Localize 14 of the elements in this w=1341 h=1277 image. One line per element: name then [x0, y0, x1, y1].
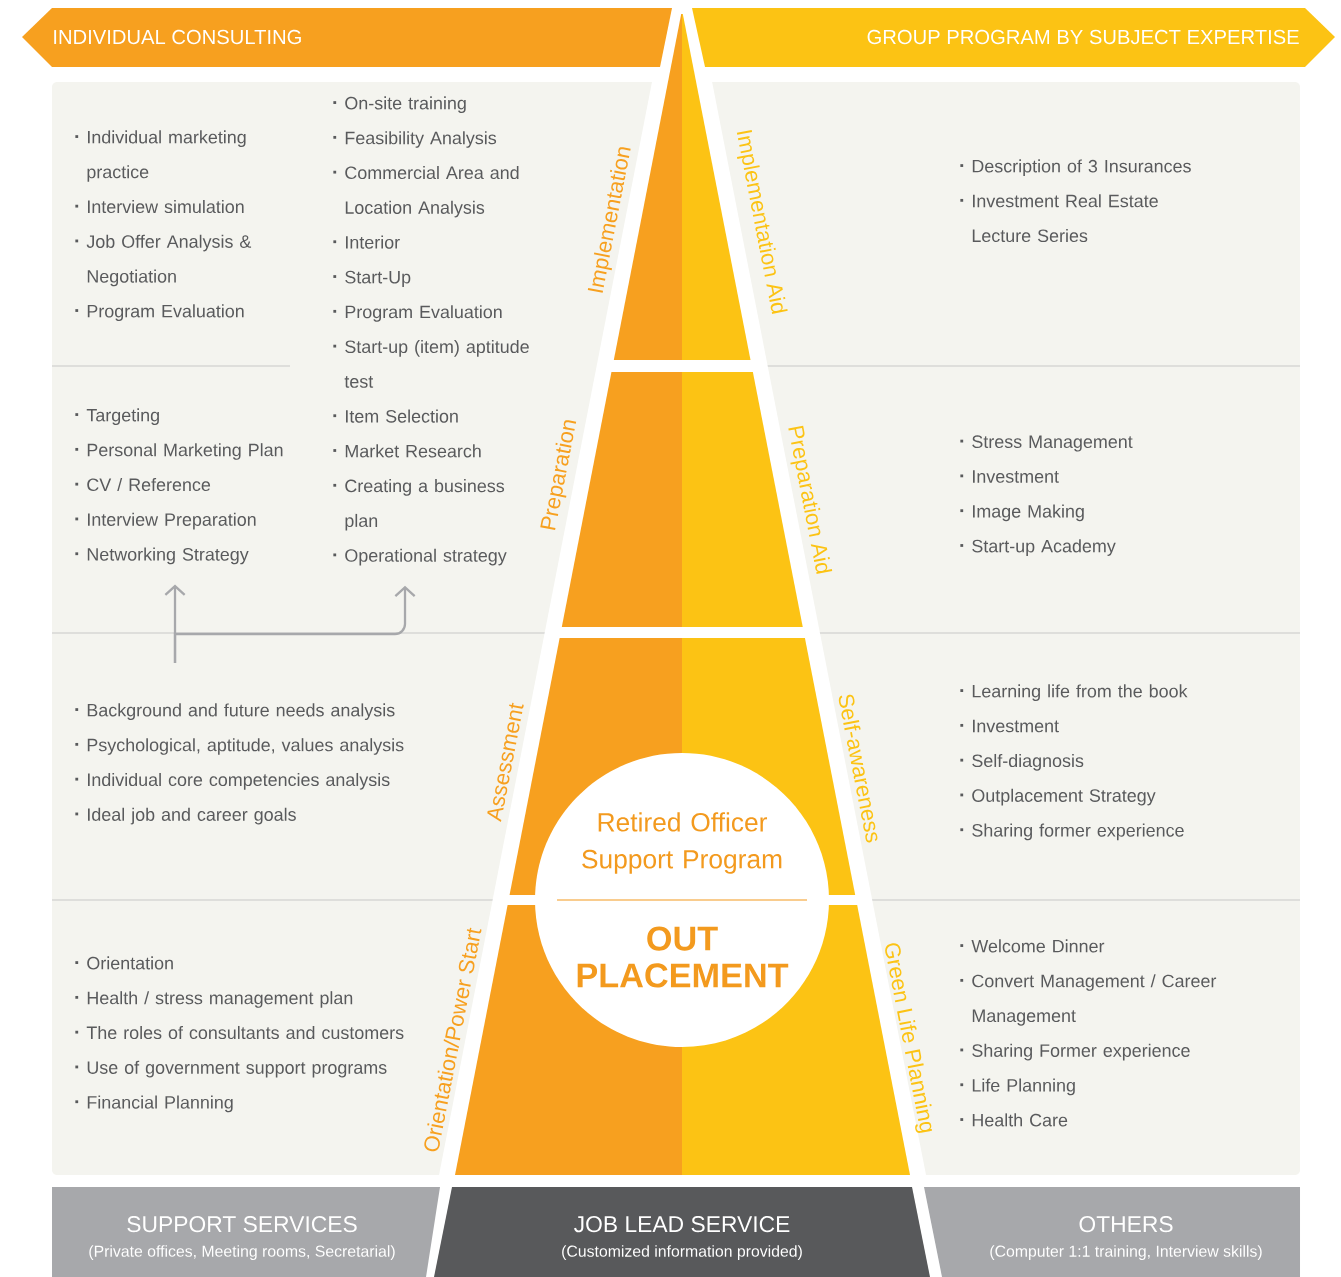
bullet-list: Orientation Health / stress management plan The roles of consultants and customers Use of government support programs Financial Planning [75, 956, 404, 1113]
service-box: JOB LEAD SERVICE (Customized information provided) [434, 1187, 930, 1277]
bullet-list: Stress Management Investment Image Making Start-up Academy [960, 435, 1133, 556]
bullet-list: Targeting Personal Marketing Plan CV / Reference Interview Preparation Networking Strategy [75, 408, 283, 565]
bullet-list: Welcome Dinner Convert Management / Career Management Sharing Former experience Life Planning Health Care [960, 939, 1217, 1127]
bullet-list: Background and future needs analysis Psychological, aptitude, values analysis Individual core competencies analysis Ideal job and career goals [75, 703, 404, 825]
tier-label: Preparation Preparation Aid [540, 420, 833, 574]
service-box: SUPPORT SERVICES (Private offices, Meeting rooms, Secretarial) [52, 1187, 440, 1277]
bullet-list: Individual marketing practice Interview simulation Job Offer Analysis & Negotiation Program Evaluation [75, 130, 252, 322]
arrow [173, 585, 416, 663]
bullet-list: Description of 3 Insurances Investment Real Estate Lecture Series [960, 159, 1191, 243]
service-box: OTHERS (Computer 1:1 training, Interview skills) [924, 1187, 1300, 1277]
bullet-list: On-site training Feasibility Analysis Commercial Area and Location Analysis Interior Start-Up Program Evaluation Start-up (item) aptitude test Item Selection Market Research Creating a business plan Operational strategy [333, 96, 529, 566]
bullet-list: Learning life from the book Investment Self-diagnosis Outplacement Strategy Sharing former experience [960, 684, 1188, 841]
